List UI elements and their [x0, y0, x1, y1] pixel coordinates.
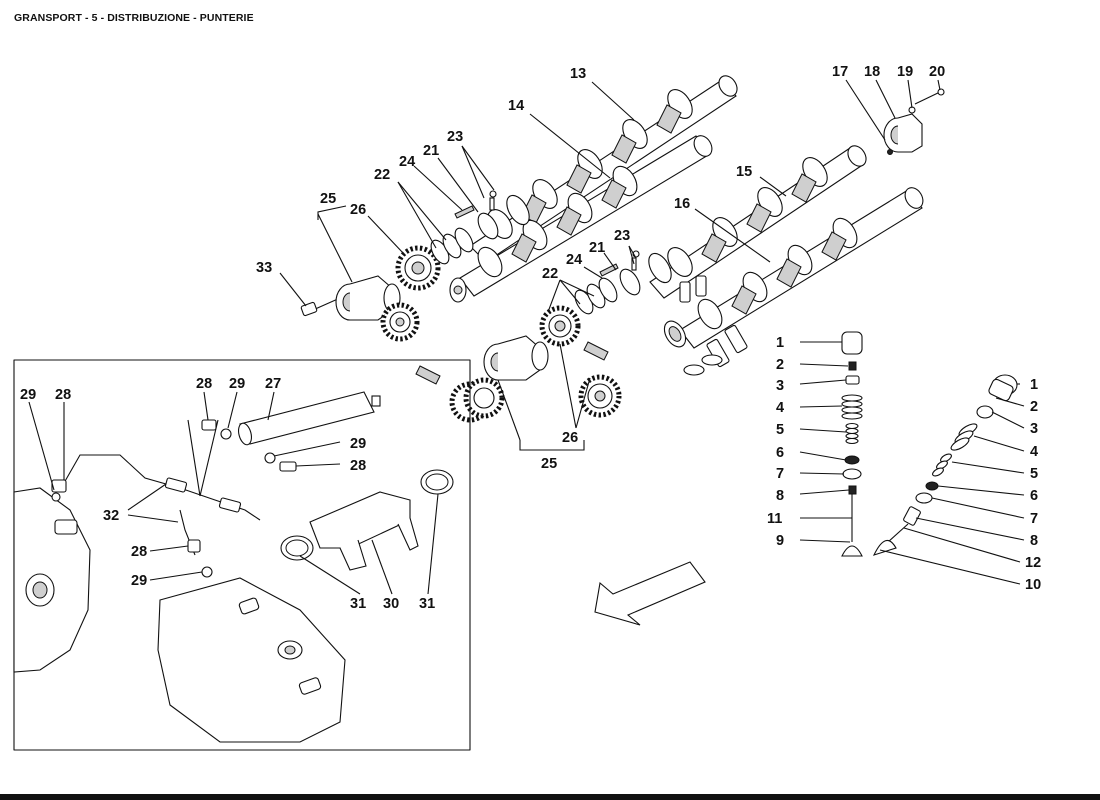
callout-valve-11: 11 [767, 511, 782, 527]
callout-inset-28-b: 28 [196, 376, 212, 392]
callout-21-upper: 21 [423, 143, 439, 159]
callout-valve-r-6: 6 [1030, 488, 1038, 504]
callout-valve-r-2: 2 [1030, 399, 1038, 415]
callout-20: 20 [929, 64, 945, 80]
cam-variator-right [883, 88, 945, 155]
page-title: GRANSPORT - 5 - DISTRIBUZIONE - PUNTERIE [14, 12, 254, 24]
callout-19: 19 [897, 64, 913, 80]
callout-valve-r-7: 7 [1030, 511, 1038, 527]
callout-22-lower: 22 [542, 266, 558, 282]
callout-15: 15 [736, 164, 752, 180]
callout-inset-29-a: 29 [20, 387, 36, 403]
callout-valve-r-1: 1 [1030, 377, 1038, 393]
callout-valve-9: 9 [776, 533, 784, 549]
callout-26-lower: 26 [562, 430, 578, 446]
callout-valve-r-4: 4 [1030, 444, 1038, 460]
callout-23-upper: 23 [447, 129, 463, 145]
callout-inset-29-d: 29 [131, 573, 147, 589]
callout-inset-28-c: 28 [350, 458, 366, 474]
callout-valve-r-12: 12 [1025, 555, 1041, 571]
callout-13: 13 [570, 66, 586, 82]
callout-valve-r-10: 10 [1025, 577, 1041, 593]
camshaft-16 [663, 187, 924, 349]
valve-assembly-right [872, 374, 1018, 556]
callout-24-lower: 24 [566, 252, 582, 268]
callout-valve-8: 8 [776, 488, 784, 504]
callout-valve-r-8: 8 [1030, 533, 1038, 549]
callout-inset-32: 32 [103, 508, 119, 524]
direction-arrow [594, 561, 706, 626]
callout-valve-5: 5 [776, 422, 784, 438]
callout-16: 16 [674, 196, 690, 212]
timing-gear-right [578, 374, 622, 418]
callout-24-upper: 24 [399, 154, 415, 170]
timing-gear-double [449, 377, 505, 423]
callout-inset-28-d: 28 [131, 544, 147, 560]
scan-border-bottom [0, 794, 1100, 800]
callout-21-lower: 21 [589, 240, 605, 256]
callout-valve-7: 7 [776, 466, 784, 482]
timing-gear-lower [380, 302, 420, 342]
callout-valve-3: 3 [776, 378, 784, 394]
callout-18: 18 [864, 64, 880, 80]
callout-valve-1: 1 [776, 335, 784, 351]
callout-23-lower: 23 [614, 228, 630, 244]
lifter-group-center [679, 275, 748, 376]
callout-inset-27: 27 [265, 376, 281, 392]
inset-panel [13, 359, 471, 751]
cam-variator-center [415, 305, 622, 423]
callout-labels: 13 14 15 16 17 18 19 20 23 21 24 22 25 2… [20, 64, 1041, 612]
seal-rings-lower [574, 250, 672, 315]
timing-gear-center [539, 305, 581, 347]
callout-inset-31-a: 31 [350, 596, 366, 612]
callout-valve-r-3: 3 [1030, 421, 1038, 437]
callout-valve-2: 2 [776, 357, 784, 373]
callout-inset-29-c: 29 [350, 436, 366, 452]
valve-assembly-left [841, 331, 863, 557]
callout-inset-30: 30 [383, 596, 399, 612]
callout-25-lower: 25 [541, 456, 557, 472]
callout-17: 17 [832, 64, 848, 80]
callout-inset-28-a: 28 [55, 387, 71, 403]
camshaft-14 [459, 135, 713, 297]
callout-valve-6: 6 [776, 445, 784, 461]
seal-rings-upper [430, 190, 530, 265]
callout-22-upper: 22 [374, 167, 390, 183]
camshaft-15 [649, 145, 867, 299]
callout-33: 33 [256, 260, 272, 276]
camshaft-13 [469, 75, 738, 263]
callout-14: 14 [508, 98, 524, 114]
callout-valve-r-5: 5 [1030, 466, 1038, 482]
leader-lines [28, 79, 1025, 595]
callout-inset-29-b: 29 [229, 376, 245, 392]
callout-26-upper: 26 [350, 202, 366, 218]
callout-inset-31-b: 31 [419, 596, 435, 612]
callout-valve-4: 4 [776, 400, 784, 416]
callout-25-upper: 25 [320, 191, 336, 207]
timing-gear-upper [395, 245, 441, 291]
cam-variator-left [300, 245, 467, 342]
